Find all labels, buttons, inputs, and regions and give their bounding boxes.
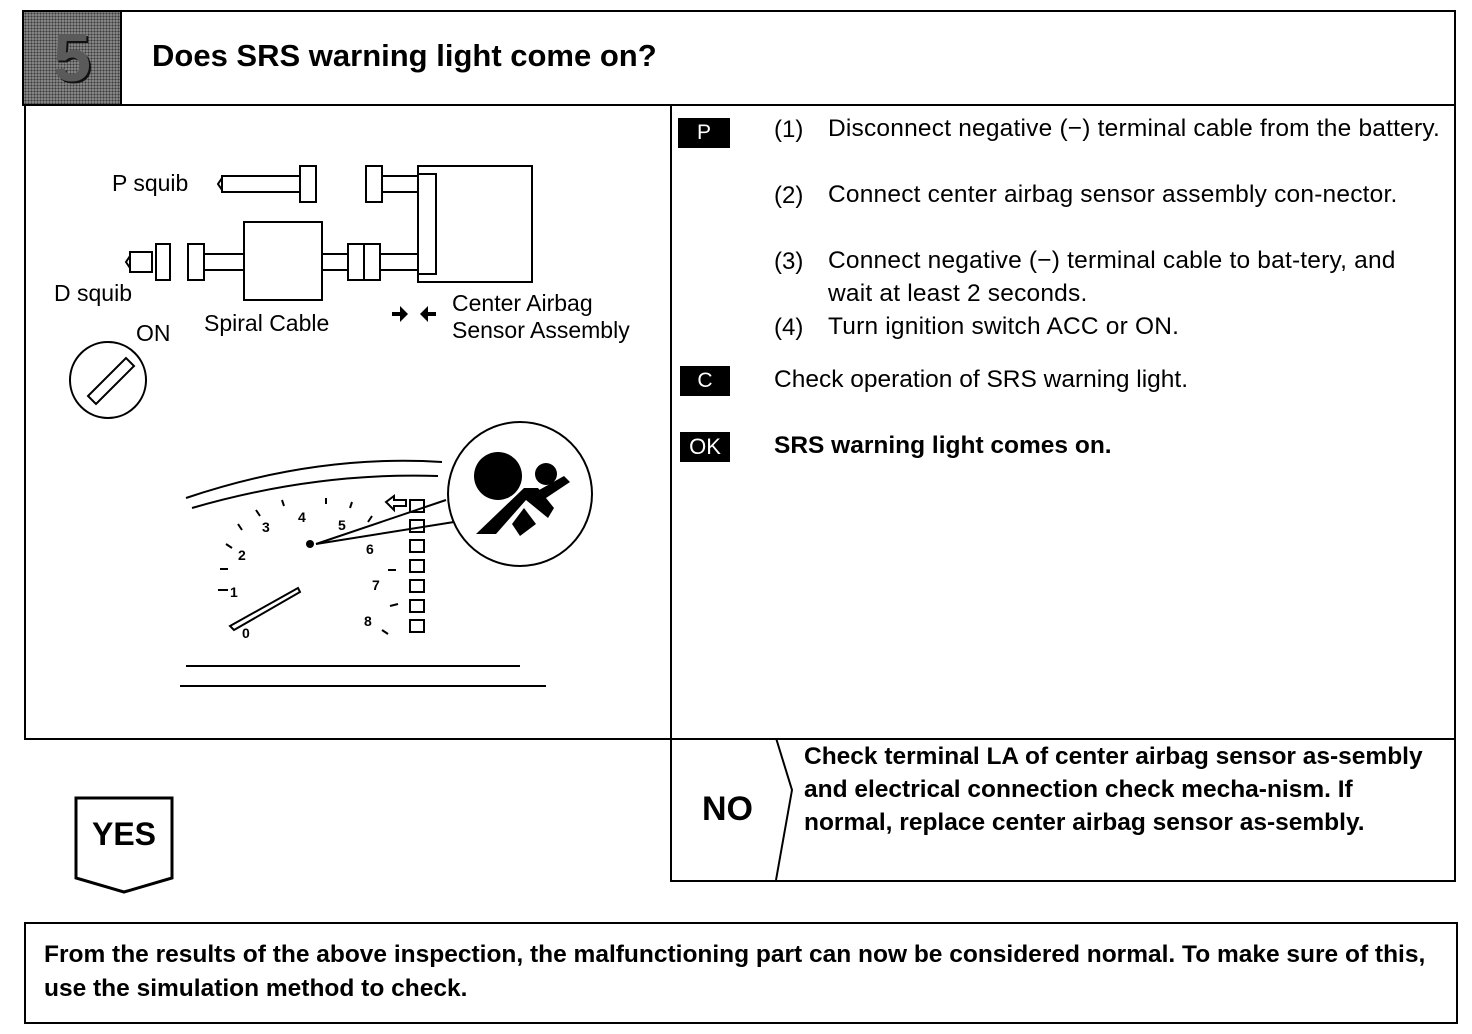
diagram-panel: 0 1 2 3 4 5 6 7 8 P squib D squib Spiral… (24, 104, 672, 740)
step-title: Does SRS warning light come on? (152, 38, 657, 73)
gauge-number-7: 7 (372, 577, 380, 593)
ignition-on-label: ON (136, 320, 171, 346)
footer-note: From the results of the above inspection… (24, 922, 1458, 1024)
step-header: 5 Does SRS warning light come on? (22, 10, 1456, 106)
gauge-number-6: 6 (366, 541, 374, 557)
ok-result-text: SRS warning light comes on. (774, 432, 1112, 459)
step-number-box (24, 12, 122, 104)
gauge-number-8: 8 (364, 613, 372, 629)
p-squib-label: P squib (112, 170, 189, 196)
yes-badge: YES (72, 794, 176, 894)
gauge-number-3: 3 (262, 519, 270, 535)
procedure-panel: P (1) Disconnect negative (−) terminal c… (670, 104, 1456, 740)
step-1-text: Disconnect negative (−) terminal cable f… (828, 115, 1440, 142)
footer-text: From the results of the above inspection… (44, 941, 1426, 1002)
step-4-text: Turn ignition switch ACC or ON. (828, 313, 1180, 340)
center-airbag-label-line2: Sensor Assembly (452, 317, 630, 343)
step-number: 5 (53, 20, 91, 96)
yes-badge-shape (74, 796, 174, 894)
d-squib-label: D squib (54, 280, 132, 306)
check-text: Check operation of SRS warning light. (774, 366, 1188, 393)
no-label: NO (702, 790, 753, 828)
step-3-text: Connect negative (−) terminal cable to b… (828, 247, 1396, 307)
wiring-diagram: 0 1 2 3 4 5 6 7 8 (69, 165, 593, 687)
step-1-number: (1) (774, 116, 804, 143)
step-4-number: (4) (774, 314, 804, 341)
gauge-number-4: 4 (298, 509, 306, 525)
spiral-cable-label: Spiral Cable (204, 310, 330, 336)
step-3-number: (3) (774, 248, 804, 275)
gauge-number-0: 0 (242, 625, 250, 641)
step-2-text: Connect center airbag sensor assembly co… (828, 181, 1398, 208)
no-result-box: NO Check terminal LA of center airbag se… (670, 738, 1456, 882)
no-divider (775, 738, 794, 880)
prepare-tag: P (678, 118, 730, 148)
step-2-number: (2) (774, 182, 804, 209)
no-result-text: Check terminal LA of center airbag senso… (804, 743, 1423, 836)
ok-tag: OK (680, 432, 730, 462)
gauge-number-2: 2 (238, 547, 246, 563)
gauge-number-1: 1 (230, 584, 238, 600)
yes-label: YES (91, 816, 157, 852)
gauge-number-5: 5 (338, 517, 346, 533)
check-tag: C (680, 366, 730, 396)
center-airbag-label-line1: Center Airbag (452, 290, 593, 316)
